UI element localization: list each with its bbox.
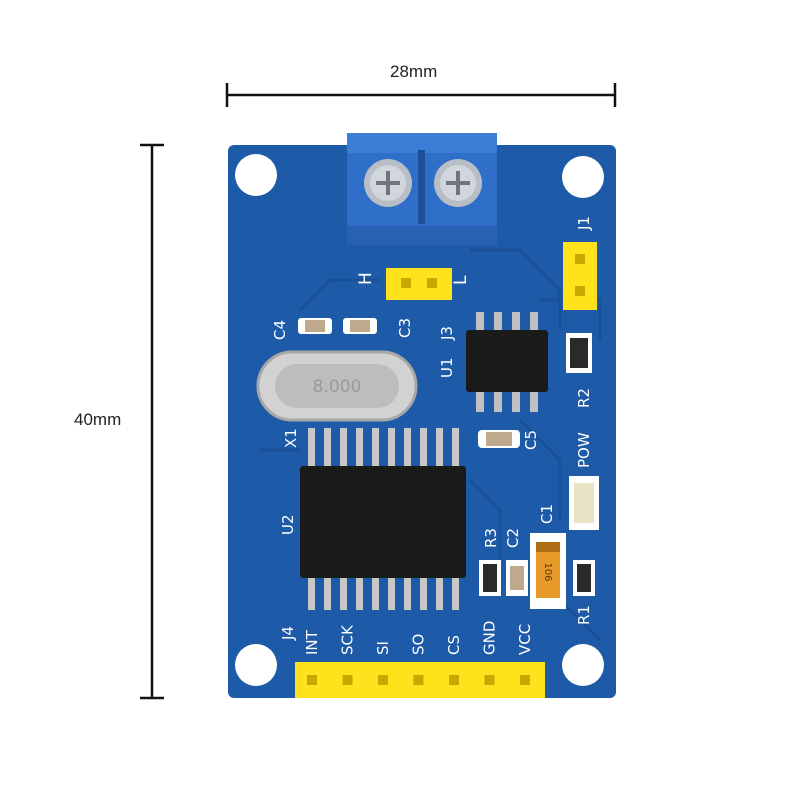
- resistor-r1: [573, 560, 595, 596]
- header-pin: [520, 675, 530, 685]
- label-r3: R3: [482, 528, 500, 548]
- jumper-j3: [386, 268, 452, 300]
- header-pin: [484, 675, 495, 685]
- chip-pin: [388, 576, 395, 610]
- label-u1: U1: [438, 357, 456, 378]
- header-pin-label-cs: CS: [445, 635, 463, 655]
- width-dimension-line: [225, 83, 617, 107]
- chip-pin: [324, 428, 331, 468]
- capacitor-c4: [298, 318, 332, 334]
- mounting-hole: [562, 156, 604, 198]
- jumper-j1: [563, 242, 597, 310]
- label-j1: J1: [575, 216, 593, 231]
- chip-pin: [308, 576, 315, 610]
- chip-pin: [340, 428, 347, 468]
- tantalum-capacitor-c1: 106: [530, 533, 566, 609]
- chip-pin: [404, 428, 411, 468]
- label-r1: R1: [575, 605, 593, 625]
- chip-pin: [404, 576, 411, 610]
- header-pin-label-vcc: VCC: [516, 624, 534, 655]
- label-c3: C3: [396, 318, 414, 338]
- resistor-r3: [479, 560, 501, 596]
- header-pin: [413, 675, 424, 685]
- height-dimension-line: [140, 143, 164, 700]
- capacitor-c2: [506, 560, 528, 596]
- width-dimension-label: 28mm: [390, 62, 438, 81]
- chip-pin: [340, 576, 347, 610]
- chip-pin: [436, 576, 443, 610]
- tantalum-marking: 106: [542, 562, 553, 581]
- chip-pin: [452, 576, 459, 610]
- header-pin: [342, 675, 353, 685]
- header-pin: [378, 675, 388, 685]
- mounting-hole: [235, 644, 277, 686]
- header-pin: [449, 675, 459, 685]
- header-pin-label-sck: SCK: [339, 624, 357, 655]
- header-pin-label-gnd: GND: [481, 621, 499, 655]
- chip-pin: [452, 428, 459, 468]
- mounting-hole: [562, 644, 604, 686]
- label-c1: C1: [538, 504, 556, 524]
- header-pin-label-int: INT: [303, 629, 321, 655]
- height-dimension-label: 40mm: [74, 410, 122, 429]
- chip-pin: [420, 428, 427, 468]
- mounting-hole: [235, 154, 277, 196]
- label-u2: U2: [279, 514, 297, 535]
- chip-pin: [388, 428, 395, 468]
- chip-pin: [436, 428, 443, 468]
- resistor-r2: [566, 333, 592, 373]
- screw-terminal-block: [347, 133, 497, 245]
- label-j3: J3: [438, 326, 456, 341]
- label-c5: C5: [522, 430, 540, 450]
- crystal-marking: 8.000: [313, 377, 362, 397]
- power-led: [569, 476, 599, 530]
- chip-u2: [300, 428, 466, 610]
- capacitor-c3: [343, 318, 377, 334]
- crystal-x1: 8.000: [256, 350, 418, 422]
- label-l: L: [451, 275, 471, 285]
- chip-u1: [466, 312, 548, 412]
- chip-pin: [324, 576, 331, 610]
- chip-pin: [372, 428, 379, 468]
- pin-header-j4: [295, 662, 545, 698]
- label-c4: C4: [271, 320, 289, 340]
- label-r2: R2: [575, 388, 593, 408]
- capacitor-c5: [478, 430, 520, 448]
- label-c2: C2: [504, 528, 522, 548]
- chip-pin: [308, 428, 315, 468]
- header-pin-label-si: SI: [374, 641, 392, 655]
- chip-pin: [420, 576, 427, 610]
- label-x1: X1: [282, 428, 300, 448]
- chip-pin: [356, 576, 363, 610]
- header-pin-label-so: SO: [410, 634, 428, 655]
- label-pow: POW: [575, 432, 593, 468]
- label-h: H: [356, 272, 376, 285]
- chip-pin: [356, 428, 363, 468]
- chip-pin: [372, 576, 379, 610]
- header-pin: [307, 675, 317, 685]
- label-j4: J4: [279, 626, 297, 641]
